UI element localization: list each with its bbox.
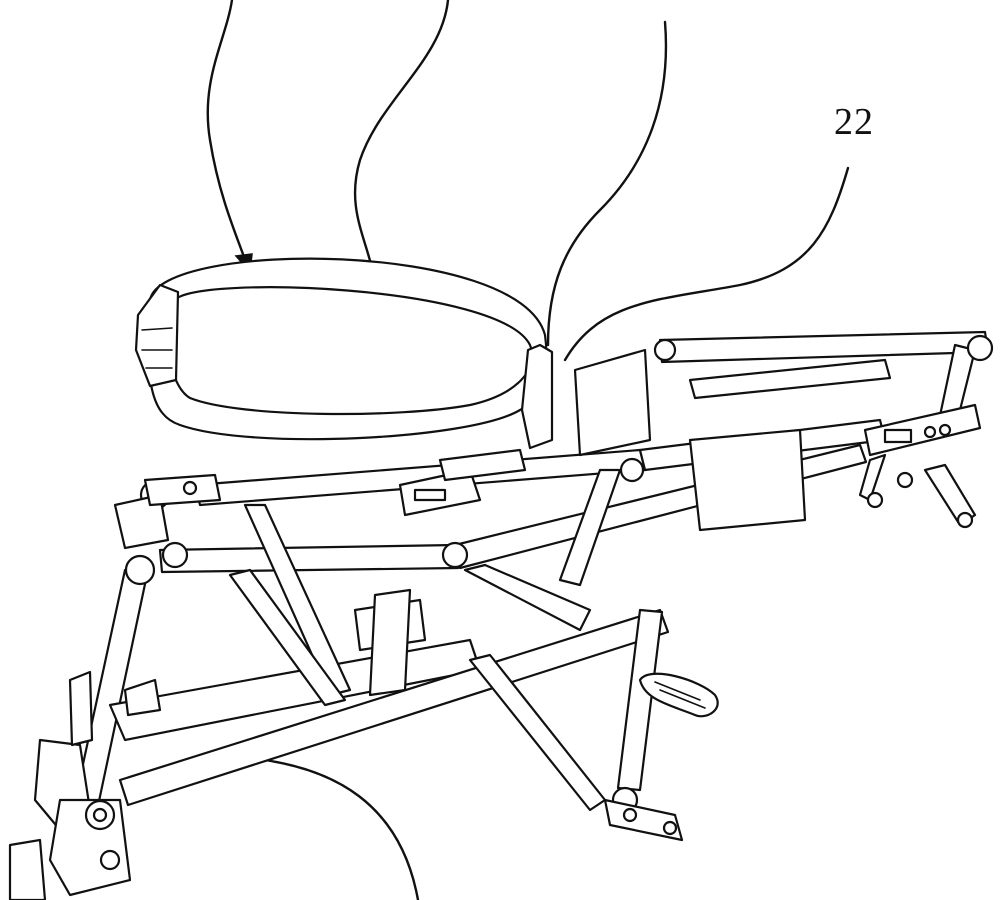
- side-plate: [688, 428, 807, 532]
- leader-line-bottom: [263, 758, 420, 900]
- center-bracket: [573, 348, 652, 457]
- mid-rail: [158, 543, 460, 574]
- rear-diagonal: [688, 358, 892, 400]
- leader-line-right-top: [546, 20, 668, 347]
- mounting-plates: [353, 448, 527, 697]
- lower-left-assembly: [8, 670, 162, 900]
- strap-inner: [167, 286, 534, 416]
- leader-line-left: [206, 0, 248, 264]
- rear-bracket: [858, 403, 982, 529]
- cross-strut-3: [463, 563, 592, 632]
- footpeg: [603, 672, 719, 842]
- cross-strut-4: [468, 653, 607, 812]
- tank-strap: [134, 257, 554, 450]
- leader-line-middle: [353, 0, 450, 284]
- cross-strut-5: [558, 468, 622, 587]
- strap-bracket: [520, 343, 554, 450]
- top-rail: [658, 330, 990, 364]
- cross-strut-1: [243, 503, 352, 697]
- leader-lines: [206, 0, 850, 900]
- strap-buckle: [134, 283, 180, 388]
- reference-label-22: 22: [834, 101, 874, 143]
- rear-down-strut: [616, 608, 664, 792]
- leader-line-22: [563, 166, 850, 362]
- upper-left-bracket: [113, 473, 222, 550]
- cross-strut-2: [228, 568, 347, 707]
